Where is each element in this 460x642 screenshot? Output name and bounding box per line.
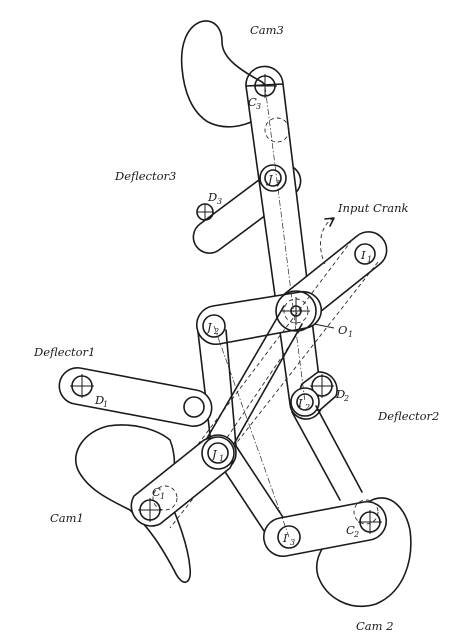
j1-link — [197, 329, 295, 541]
i3-label: I — [282, 531, 288, 545]
i2-c2-link-edge1 — [291, 411, 341, 501]
o1-leader — [313, 323, 335, 329]
input-crank-arrowhead — [324, 217, 335, 227]
i2-sub: 2 — [304, 403, 310, 412]
deflector2-label: Deflector2 — [377, 409, 439, 423]
deflector2-pivot-label: D — [335, 387, 345, 401]
i1-sub: 1 — [367, 255, 372, 264]
cam2-pivot-sub: 2 — [353, 530, 359, 539]
i1-joint — [354, 243, 376, 265]
j1-label-overlay: J — [210, 447, 218, 461]
i2-label: I — [297, 396, 303, 410]
c2-follower-link — [263, 500, 387, 558]
j1-joint-overlay — [201, 436, 235, 470]
deflector1-pivot-label: D — [94, 393, 104, 407]
o1-label: O — [338, 323, 348, 337]
i3-sub: 3 — [290, 538, 295, 547]
cam2-label: Cam 2 — [356, 619, 394, 633]
cam3-roller — [264, 117, 290, 143]
j2-label: J — [205, 320, 213, 334]
c3-i2-centerline — [264, 85, 306, 403]
deflector1-link — [58, 367, 213, 427]
cam2-pivot — [358, 510, 382, 534]
deflector3-pivot-sub: 3 — [217, 197, 222, 206]
deflector3-pivot-label: D — [207, 190, 217, 204]
j3-sub: 3 — [275, 179, 280, 188]
j1-sub-overlay: 1 — [219, 454, 224, 463]
cam1-pivot-label: C — [152, 485, 161, 499]
deflector2-pivot-sub: 2 — [343, 394, 349, 403]
deflector3-label: Deflector3 — [114, 169, 176, 183]
i1-label: I — [360, 248, 366, 262]
deflector1-label: Deflector1 — [33, 345, 95, 359]
deflector1-pivot-sub: 1 — [103, 400, 108, 409]
cam3-pivot-sub: 3 — [256, 102, 261, 111]
cam3-label: Cam3 — [250, 23, 284, 37]
input-crank-label: Input Crank — [337, 201, 409, 215]
j2-i3-centerline — [213, 325, 290, 538]
cam2-pivot-label: C — [346, 523, 355, 537]
deflector2-pivot — [310, 374, 334, 398]
i2-c2-link-edge2 — [315, 405, 363, 493]
cam1-roller — [152, 485, 178, 511]
j3-joint — [259, 164, 287, 192]
j3-label: J — [266, 172, 274, 186]
cam1-label: Cam1 — [50, 511, 84, 525]
j2-joint — [202, 314, 226, 338]
o1-sub: 1 — [348, 330, 353, 339]
i3-joint — [277, 525, 301, 549]
cam3-pivot-label: C — [248, 95, 257, 109]
j1-o1-link — [205, 305, 303, 459]
cam2-roller — [353, 499, 379, 525]
cam1-pivot — [138, 498, 162, 522]
cam1-pivot-sub: 1 — [160, 492, 165, 501]
